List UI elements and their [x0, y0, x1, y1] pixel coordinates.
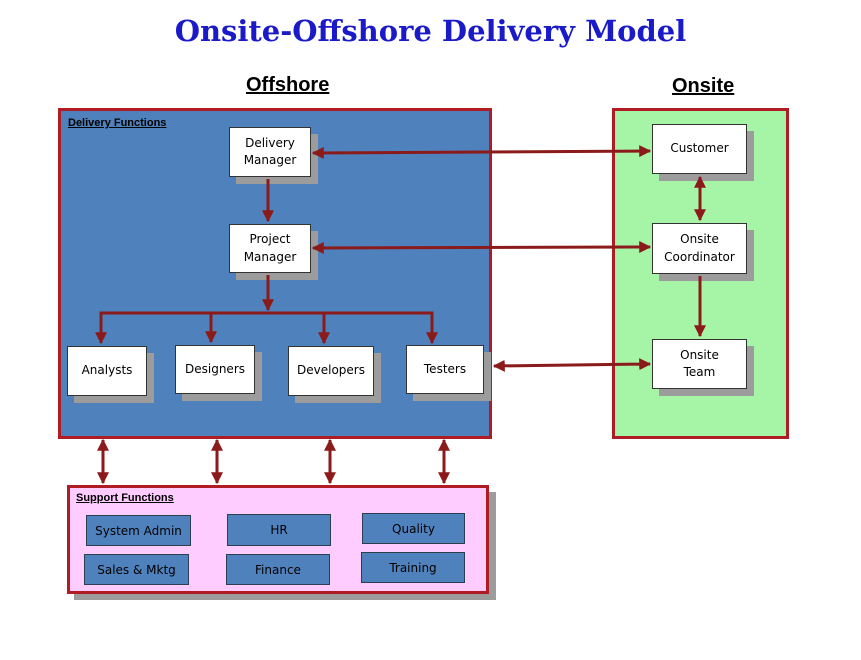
support-item-training: Training [361, 552, 465, 583]
offshore-heading: Offshore [246, 74, 330, 96]
onsite-team-box: Onsite Team [652, 339, 747, 389]
support-functions-label: Support Functions [76, 492, 174, 504]
developers-box: Developers [288, 346, 374, 396]
support-item-finance: Finance [226, 554, 330, 585]
delivery-manager-box: Delivery Manager [229, 127, 311, 177]
diagram-title: Onsite-Offshore Delivery Model [174, 14, 687, 48]
delivery-functions-label: Delivery Functions [68, 117, 167, 129]
support-item-hr: HR [227, 514, 331, 546]
customer-box: Customer [652, 124, 747, 174]
support-item-sales-mktg: Sales & Mktg [84, 554, 189, 585]
testers-box: Testers [406, 345, 484, 394]
onsite-coordinator-box: Onsite Coordinator [652, 223, 747, 274]
arrow-delivery-manager-customer [311, 145, 652, 159]
arrow-testers-onsite-team [492, 358, 652, 372]
analysts-box: Analysts [67, 346, 147, 396]
designers-box: Designers [175, 345, 255, 394]
project-manager-box: Project Manager [229, 224, 311, 273]
arrow-project-manager-coordinator [311, 241, 652, 254]
onsite-heading: Onsite [672, 75, 735, 97]
support-item-system-admin: System Admin [86, 515, 191, 546]
arrow-team-distribution [95, 311, 438, 345]
support-item-quality: Quality [362, 513, 465, 544]
